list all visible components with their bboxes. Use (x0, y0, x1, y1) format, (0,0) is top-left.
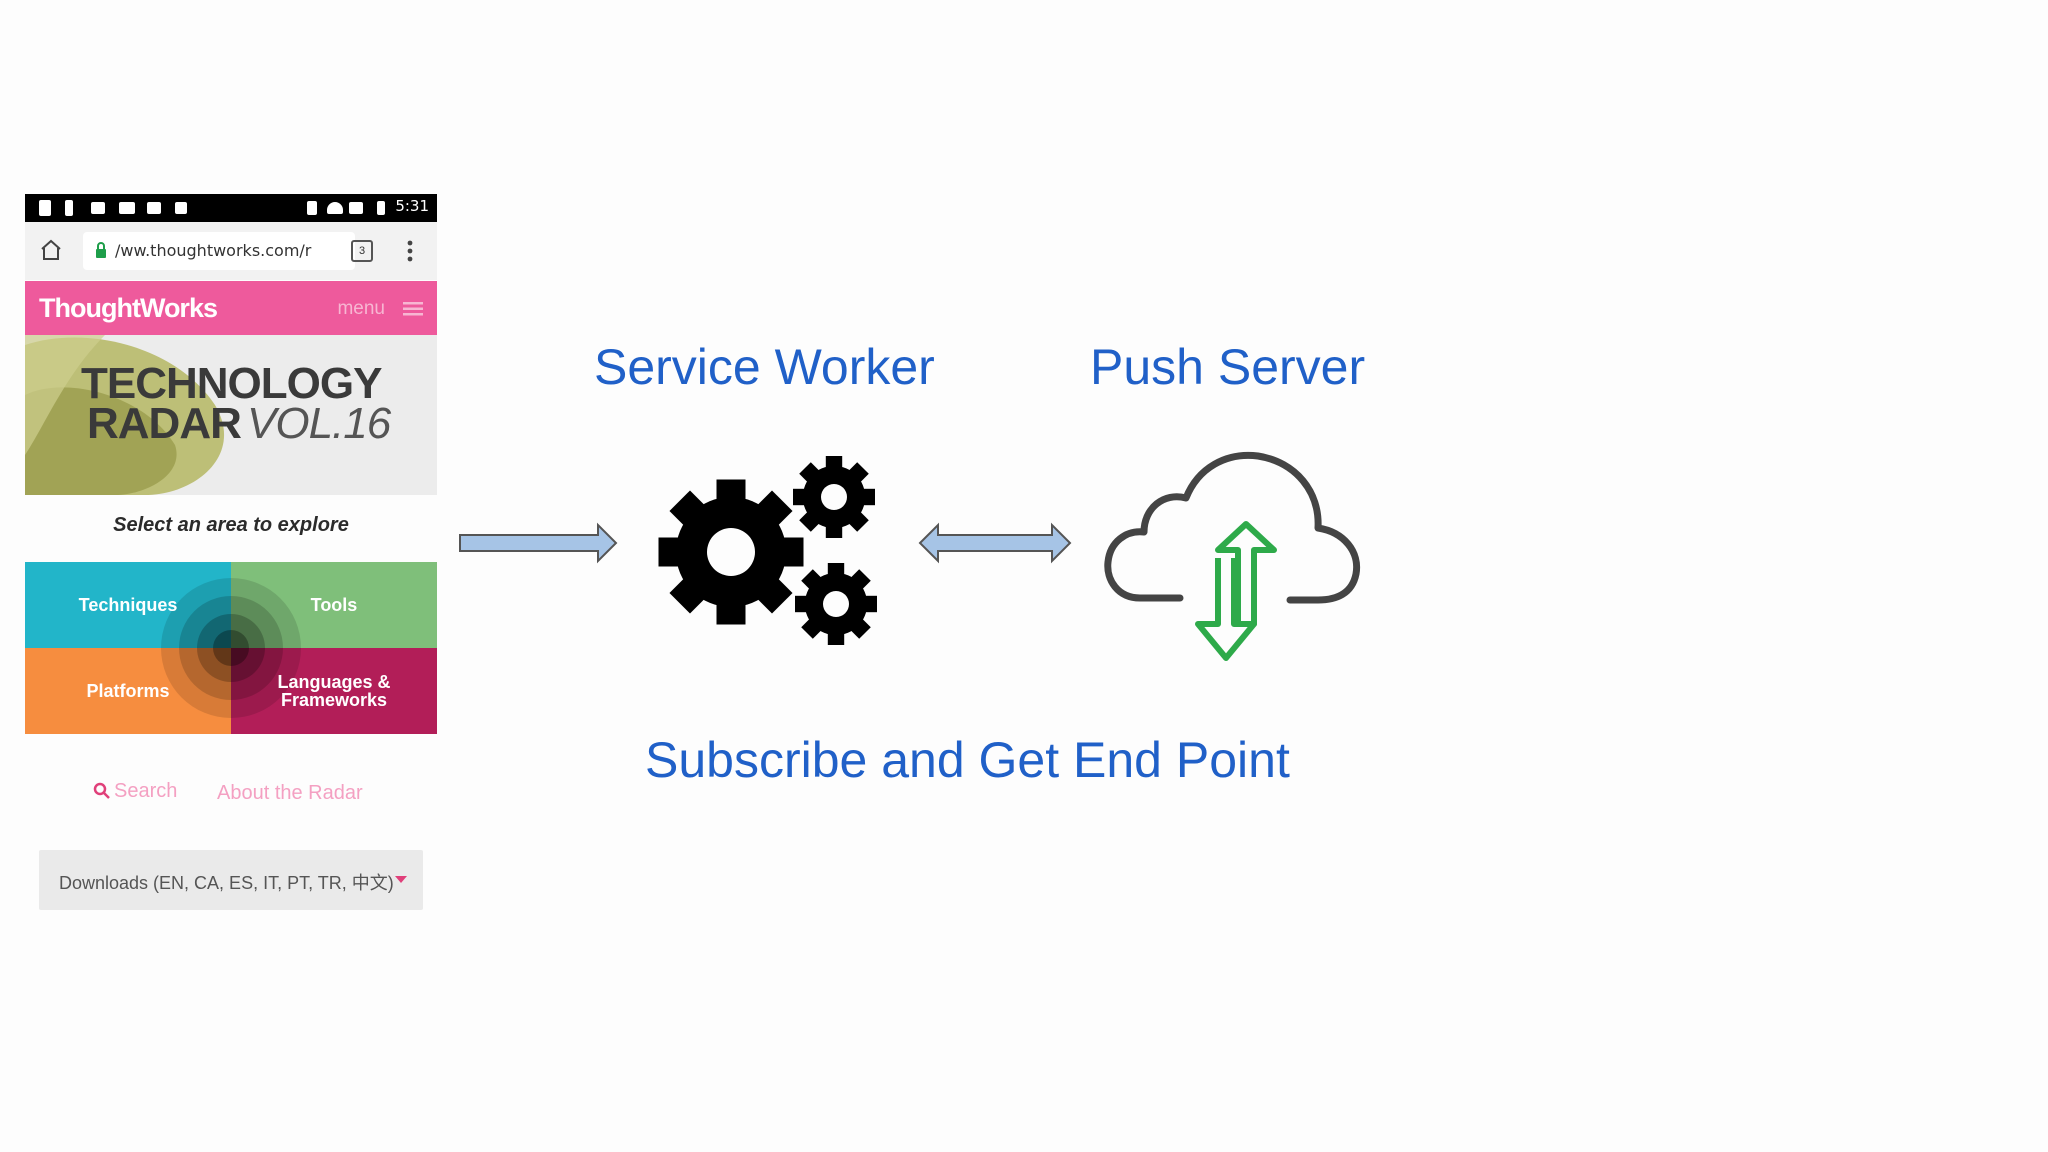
downloads-label: Downloads (EN, CA, ES, IT, PT, TR, 中文) (59, 873, 394, 893)
radar-banner[interactable]: TECHNOLOGY RADAR VOL.16 (25, 335, 437, 495)
about-radar-link[interactable]: About the Radar (217, 782, 363, 804)
signal-icon (349, 202, 363, 214)
radar-volume: VOL.16 (247, 399, 391, 448)
quadrant-label: Tools (310, 595, 358, 615)
tabs-icon[interactable]: 3 (351, 240, 373, 262)
push-server-label: Push Server (1090, 339, 1366, 395)
notification-icon (65, 200, 73, 216)
bidirectional-arrow-icon (918, 522, 1072, 564)
brand-logo[interactable]: ThoughtWorks (39, 293, 218, 323)
home-icon[interactable] (39, 238, 63, 262)
notification-icon (39, 200, 51, 216)
battery-icon (377, 201, 385, 215)
cloud-sync-icon (1104, 451, 1361, 661)
vibrate-icon (307, 201, 317, 215)
quadrant-label: Languages & Frameworks (277, 672, 391, 710)
downloads-dropdown[interactable]: Downloads (EN, CA, ES, IT, PT, TR, 中文) (39, 850, 423, 910)
radar-title-line2: RADAR (87, 399, 242, 448)
quadrant-tools[interactable]: Tools (231, 562, 437, 648)
caret-down-icon (395, 876, 407, 883)
search-icon (93, 782, 110, 799)
status-time: 5:31 (395, 197, 429, 215)
search-link[interactable]: Search (93, 780, 177, 803)
hamburger-icon[interactable] (403, 302, 423, 316)
message-icon (119, 202, 135, 214)
download-icon (91, 202, 105, 214)
right-arrow-icon (459, 522, 618, 564)
more-vert-icon[interactable] (407, 236, 413, 266)
quadrant-platforms[interactable]: Platforms (25, 648, 231, 734)
banner-background-shape (25, 335, 225, 495)
quadrant-languages[interactable]: Languages & Frameworks (231, 648, 437, 734)
select-area-prompt: Select an area to explore (113, 514, 349, 536)
phone-screenshot: 5:31 /ww.thoughtworks.com/r 3 ThoughtWor… (25, 194, 437, 914)
search-label: Search (114, 780, 178, 802)
quadrant-label: Techniques (78, 595, 178, 615)
service-worker-label: Service Worker (594, 339, 935, 395)
wifi-icon (327, 202, 343, 214)
play-icon (175, 202, 187, 214)
lock-icon (96, 242, 106, 258)
quadrant-label: Platforms (86, 681, 170, 701)
site-header: ThoughtWorks menu (25, 281, 437, 335)
quadrant-techniques[interactable]: Techniques (25, 562, 231, 648)
url-text: /ww.thoughtworks.com/r (115, 241, 312, 260)
menu-button[interactable]: menu (337, 298, 385, 319)
address-bar[interactable]: /ww.thoughtworks.com/r (83, 232, 355, 270)
browser-toolbar: /ww.thoughtworks.com/r 3 (25, 222, 437, 309)
gears-icon (658, 456, 877, 645)
status-bar: 5:31 (25, 194, 437, 222)
subscribe-label: Subscribe and Get End Point (645, 732, 1290, 788)
radar-quadrants: Techniques Tools Platforms Languages & F… (25, 562, 437, 734)
square-icon (147, 202, 161, 214)
radar-title-line1: TECHNOLOGY (81, 359, 382, 408)
